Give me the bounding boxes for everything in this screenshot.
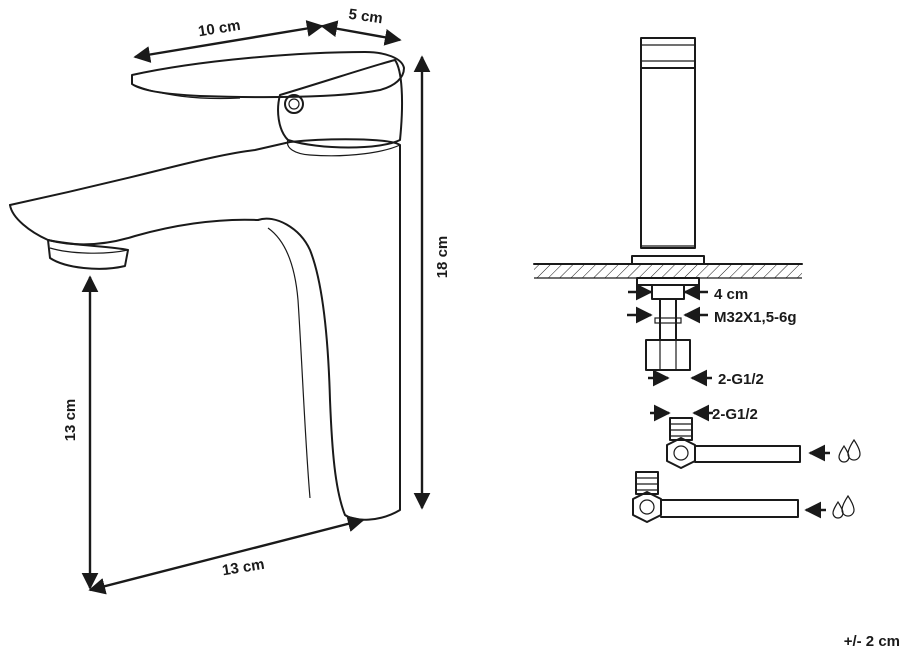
label-hole-diameter: 4 cm xyxy=(714,286,748,303)
faucet-body-highlight xyxy=(267,227,311,499)
water-drops-icon xyxy=(832,494,855,519)
handle-base xyxy=(277,59,404,149)
label-thread: M32X1,5-6g xyxy=(714,309,797,326)
counter-surface xyxy=(534,264,802,278)
install-drawing xyxy=(533,37,803,523)
mount-flange xyxy=(631,255,705,265)
water-drops-icon xyxy=(838,438,861,463)
handle-base-edge xyxy=(286,139,401,157)
hose-fitting-upper xyxy=(669,417,693,441)
label-hose-connector: 2-G1/2 xyxy=(718,371,764,388)
label-handle-length: 10 cm xyxy=(197,17,242,40)
mount-washer xyxy=(636,277,700,286)
threaded-shank xyxy=(651,284,685,300)
handle-indicator xyxy=(284,94,304,114)
label-valve-connector: 2-G1/2 xyxy=(712,406,758,423)
label-total-height: 18 cm xyxy=(434,236,451,279)
hose-pipe-lower xyxy=(660,499,799,518)
faucet-drawing xyxy=(9,51,405,521)
hose-pipe-upper xyxy=(694,445,801,463)
faucet-stem xyxy=(640,67,696,249)
label-base-length: 13 cm xyxy=(221,556,266,579)
install-dimensions xyxy=(627,283,830,519)
tolerance-note: +/- 2 cm xyxy=(844,633,900,650)
label-handle-width: 5 cm xyxy=(348,6,384,28)
dim-handle-length xyxy=(133,20,324,63)
dim-base-length xyxy=(88,515,365,595)
hose-nut-upper xyxy=(666,437,696,469)
faucet-body xyxy=(9,138,401,521)
handle-lever xyxy=(131,51,405,99)
faucet-dimensions xyxy=(81,20,431,595)
hose-nut-lower xyxy=(632,491,662,523)
cartridge-top xyxy=(640,37,696,69)
faucet-aerator-rim xyxy=(49,247,129,254)
mounting-nut xyxy=(645,339,691,371)
faucet-spout-bottom xyxy=(47,239,129,270)
hose-fitting-lower xyxy=(635,471,659,495)
faucet-spout xyxy=(9,204,259,246)
dim-handle-width xyxy=(320,20,402,46)
handle-indicator-inner xyxy=(288,98,300,110)
handle-lever-edge xyxy=(131,83,241,100)
label-spout-height: 13 cm xyxy=(62,399,79,442)
